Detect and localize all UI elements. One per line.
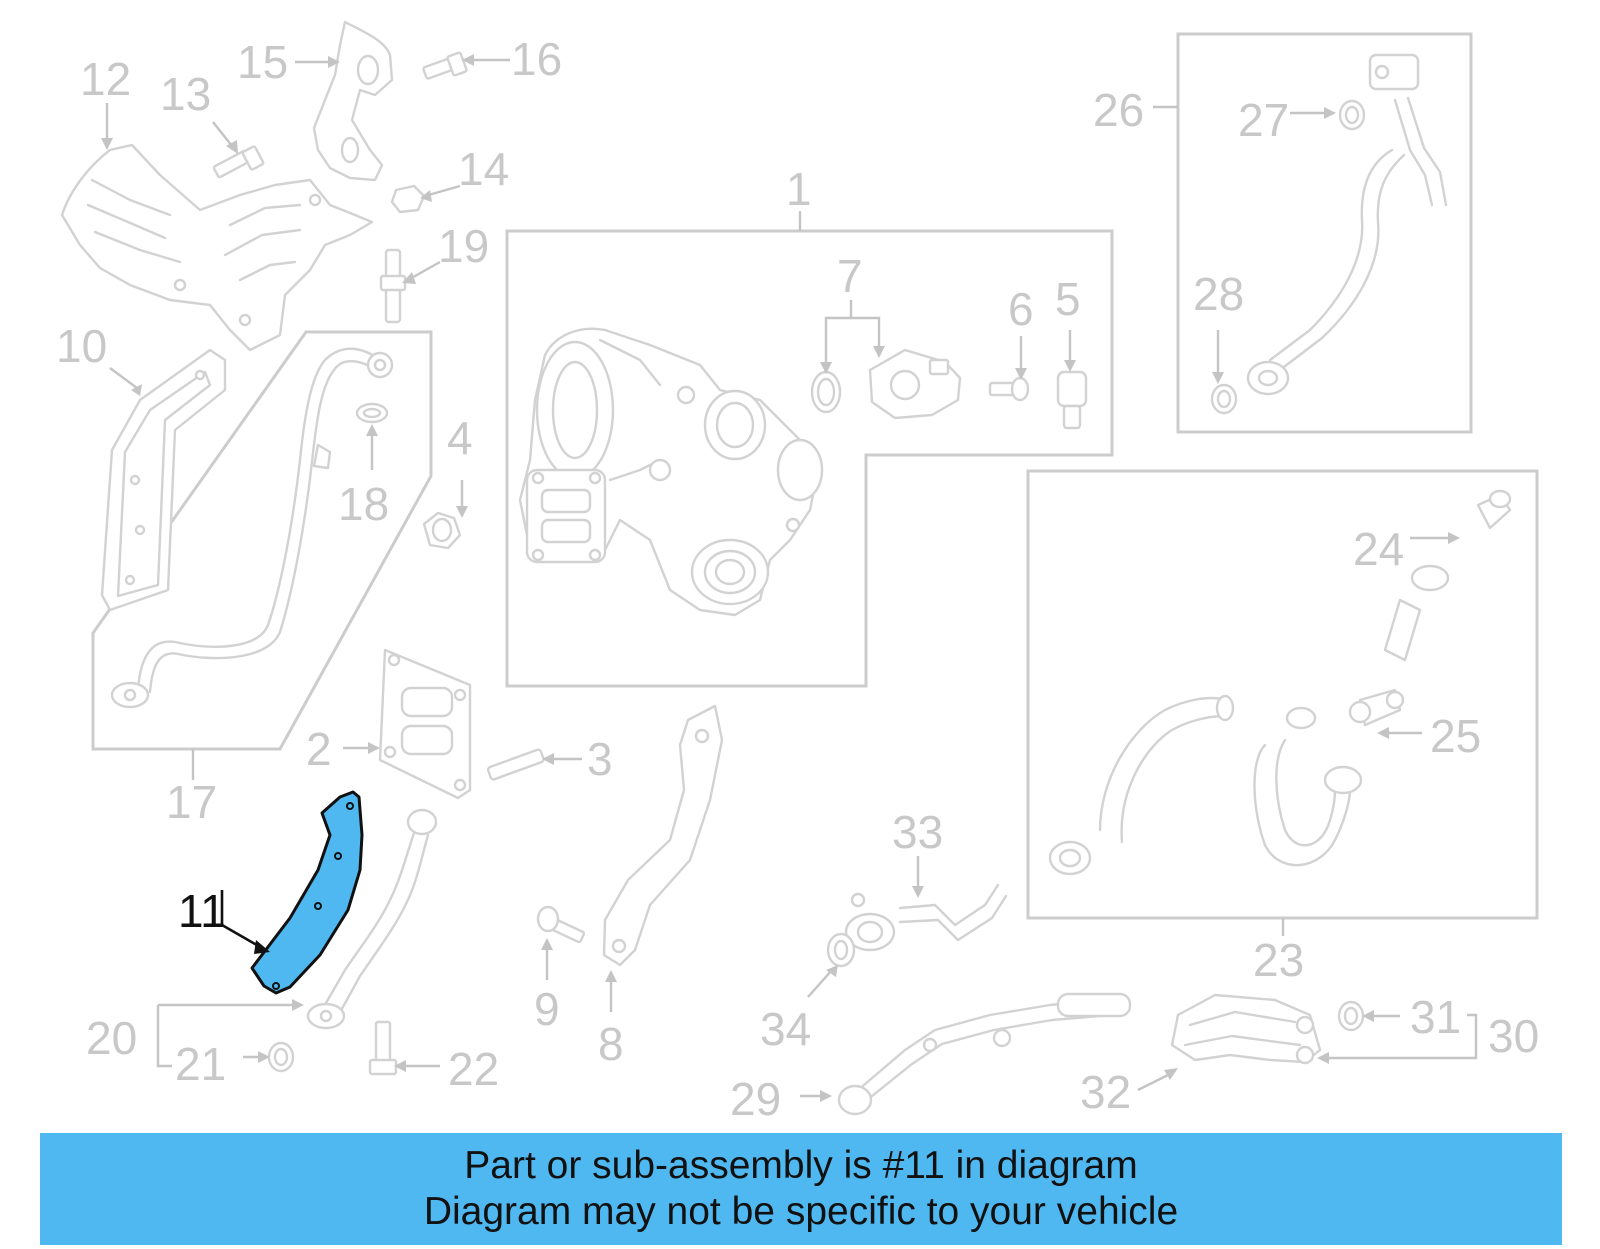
group-box-23 [1026, 469, 1539, 920]
part-30-bracket [1170, 993, 1322, 1065]
callout-22: 22 [448, 1043, 499, 1095]
part-26-water-line [1246, 53, 1448, 396]
callout-8: 8 [598, 1018, 624, 1070]
callout-17: 17 [166, 776, 217, 828]
part-21-seal [267, 1041, 295, 1073]
callout-5: 5 [1055, 273, 1081, 325]
callout-18: 18 [338, 478, 389, 530]
part-28-seal [1210, 383, 1238, 415]
callout-32: 32 [1080, 1066, 1131, 1118]
callout-6: 6 [1008, 283, 1034, 335]
part-15-bracket [312, 20, 394, 182]
part-31-seal [1337, 1000, 1365, 1032]
callout-9: 9 [534, 983, 560, 1035]
part-11-bracket-highlighted [250, 790, 364, 995]
callout-4: 4 [447, 412, 473, 464]
part-19-stud [379, 248, 407, 324]
callout-15: 15 [237, 36, 288, 88]
part-16-bolt [422, 51, 468, 80]
part-22-bolt [368, 1020, 398, 1076]
part-17-oil-line [110, 347, 394, 709]
part-33-pipe [844, 883, 1008, 952]
callout-27: 27 [1238, 94, 1289, 146]
callout-21: 21 [175, 1038, 226, 1090]
callout-23: 23 [1253, 934, 1304, 986]
callout-1: 1 [786, 163, 812, 215]
callout-16: 16 [511, 33, 562, 85]
callout-34: 34 [760, 1003, 811, 1055]
part-4-nut [422, 511, 462, 550]
leader-11 [220, 890, 263, 950]
part-2-gasket [378, 648, 472, 800]
callout-11: 11 [178, 885, 226, 937]
part-20-pipe [306, 808, 438, 1030]
banner-line-disclaimer: Diagram may not be specific to your vehi… [423, 1190, 1179, 1233]
part-11-shape [250, 790, 364, 995]
part-10-gasket [100, 348, 227, 612]
callout-13: 13 [160, 68, 211, 120]
callout-19: 19 [438, 220, 489, 272]
group-box-26 [1176, 32, 1473, 434]
callout-30: 30 [1488, 1010, 1539, 1062]
part-14-gasket [390, 184, 426, 214]
part-6-bolt [988, 376, 1030, 402]
part-7-actuator [810, 348, 962, 420]
callout-31: 31 [1410, 991, 1461, 1043]
callout-25: 25 [1430, 710, 1481, 762]
leader-lines [101, 54, 1478, 1102]
info-banner: Part or sub-assembly is #11 in diagram D… [40, 1133, 1562, 1245]
group-box-1 [505, 229, 1114, 688]
callout-20: 20 [86, 1012, 137, 1064]
part-29-line [837, 992, 1132, 1116]
part-9-bolt [536, 905, 586, 944]
part-3-stud [486, 748, 545, 781]
callout-7: 7 [837, 250, 863, 302]
callout-2: 2 [306, 723, 332, 775]
part-18-washer [355, 402, 389, 424]
callout-26: 26 [1093, 84, 1144, 136]
callout-24: 24 [1353, 523, 1404, 575]
part-34-seal [826, 932, 856, 968]
callout-29: 29 [730, 1073, 781, 1125]
part-8-bracket [602, 704, 724, 967]
part-1-turbocharger [518, 327, 824, 617]
callout-14: 14 [458, 143, 509, 195]
callout-10: 10 [56, 320, 107, 372]
callout-3: 3 [587, 733, 613, 785]
callout-33: 33 [892, 806, 943, 858]
part-12-heat-shield [60, 143, 374, 352]
part-13-bolt [212, 145, 265, 179]
callout-labels: 1 2 3 4 5 6 7 8 9 10 11 12 13 14 15 16 1… [56, 33, 1539, 1125]
part-23-hoses [1048, 489, 1512, 876]
part-5-valve [1056, 370, 1088, 430]
part-27-seal [1338, 99, 1366, 131]
banner-line-part: Part or sub-assembly is #11 in diagram [464, 1144, 1138, 1187]
callout-12: 12 [80, 53, 131, 105]
callout-28: 28 [1193, 268, 1244, 320]
group-box-17 [91, 330, 433, 751]
